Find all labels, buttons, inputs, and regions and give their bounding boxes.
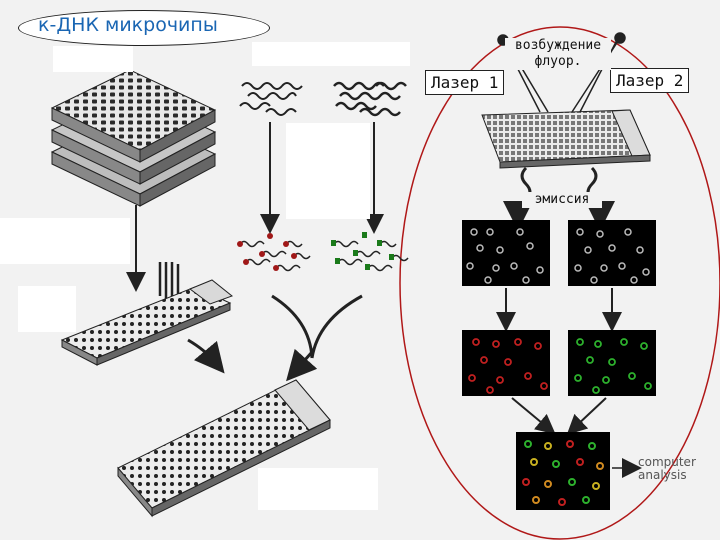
cover-box-5 bbox=[18, 286, 76, 332]
red-dye-marks bbox=[237, 233, 297, 271]
laser-1-label: Лазер 1 bbox=[425, 70, 505, 95]
green-labeled-cdna bbox=[333, 240, 409, 272]
mrna-sample-1 bbox=[239, 82, 303, 116]
well-plate-stack bbox=[50, 69, 217, 207]
laser-2-label: Лазер 2 bbox=[610, 68, 690, 93]
computer-analysis-label: computer analysis bbox=[638, 456, 696, 482]
spotting-slide bbox=[60, 279, 234, 366]
excitation-line-2: флуор. bbox=[534, 54, 582, 69]
diagram-title: к-ДНК микрочипы bbox=[38, 14, 218, 36]
scan-panel-left bbox=[462, 220, 550, 286]
lab-oval bbox=[399, 26, 720, 540]
excitation-line-1: возбуждение bbox=[514, 38, 602, 53]
merged-panel bbox=[516, 432, 610, 510]
mrna-sample-2 bbox=[333, 81, 407, 117]
cover-box-6 bbox=[258, 468, 378, 510]
green-channel-panel bbox=[568, 330, 656, 396]
cover-box-1 bbox=[53, 46, 133, 72]
scan-panel-right bbox=[568, 220, 656, 286]
scanned-slide bbox=[481, 109, 651, 169]
excitation-label: возбуждение флуор. bbox=[505, 38, 611, 70]
red-labeled-cdna bbox=[239, 240, 311, 272]
printed-array-slide bbox=[117, 379, 331, 518]
red-channel-panel bbox=[462, 330, 550, 396]
title-oval bbox=[18, 10, 270, 46]
computer-line: computer bbox=[638, 455, 696, 469]
green-dye-marks bbox=[331, 232, 394, 270]
spotting-pins bbox=[158, 262, 180, 302]
cover-box-4 bbox=[0, 218, 130, 264]
cover-box-2 bbox=[252, 42, 410, 66]
cover-box-3 bbox=[286, 123, 370, 219]
emission-label: эмиссия bbox=[522, 192, 602, 208]
analysis-line: analysis bbox=[638, 468, 687, 482]
